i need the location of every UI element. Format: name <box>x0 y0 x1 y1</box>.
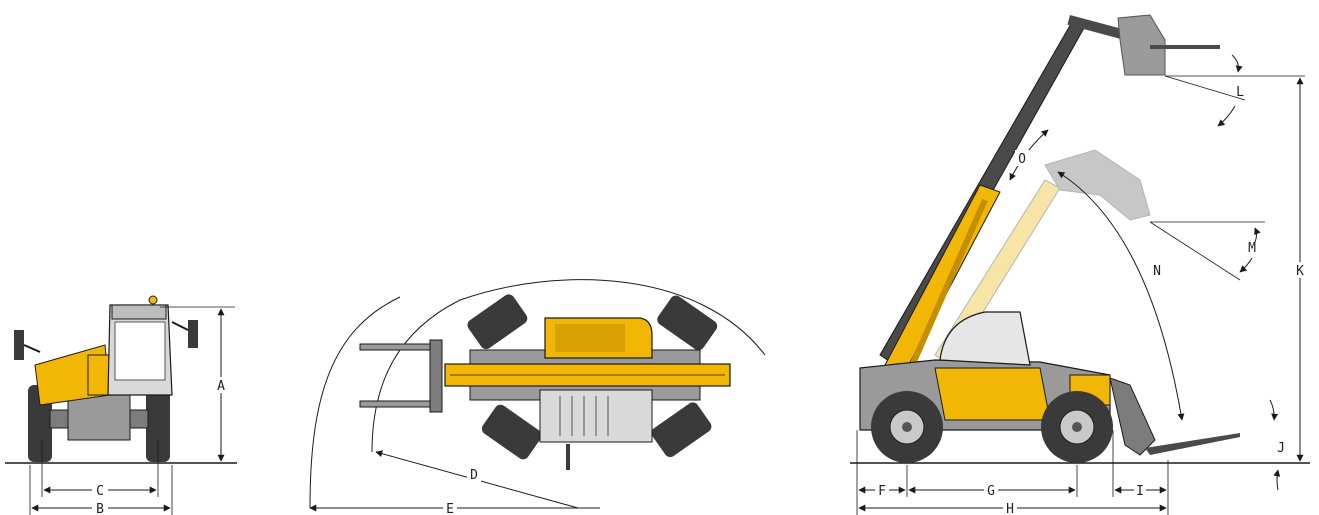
top-tyre-rear-right <box>651 402 712 458</box>
lowered-fork <box>1145 433 1240 455</box>
side-view: K L M N O J F <box>850 14 1310 515</box>
top-fork-lower <box>359 400 439 408</box>
side-cab <box>939 311 1031 366</box>
dim-j-arc-top <box>1269 399 1279 421</box>
lowered-boom-head <box>1109 377 1156 456</box>
dim-l-ref <box>1164 75 1246 101</box>
top-engine-grille <box>559 396 609 436</box>
dim-j-label: J <box>1277 441 1285 456</box>
front-cab-window <box>114 321 166 381</box>
side-yellow-panel <box>934 367 1051 421</box>
dim-l-arc-bottom <box>1217 105 1236 127</box>
left-mirror <box>14 330 24 360</box>
raised-attachment <box>1117 14 1166 76</box>
front-wheel <box>1041 391 1113 463</box>
dim-n-arc <box>1057 171 1185 421</box>
front-right-tyre <box>146 385 170 462</box>
right-mirror-arm <box>171 321 189 331</box>
raised-fork <box>1150 45 1220 49</box>
front-view: A C B <box>5 295 237 515</box>
dim-m-arc-top <box>1254 227 1261 243</box>
dim-m-label: M <box>1248 241 1256 256</box>
dim-l-label: L <box>1236 85 1244 100</box>
dim-m-arc-bottom <box>1239 257 1253 273</box>
dim-d-label: D <box>470 468 478 483</box>
lift-ram <box>905 198 988 377</box>
left-mirror-arm <box>23 344 41 353</box>
dim-e-label: E <box>446 502 454 515</box>
boom-head-link <box>1067 15 1128 41</box>
rear-wheel <box>871 391 943 463</box>
top-tyre-front-right <box>481 404 542 460</box>
front-cab-roof <box>111 304 167 320</box>
dim-h-label: H <box>1006 502 1014 515</box>
dim-g-label: G <box>987 484 995 499</box>
dim-a-label: A <box>217 379 225 394</box>
inner-turning-arc <box>371 279 766 453</box>
top-tyre-front-left <box>467 294 528 350</box>
dim-b-label: B <box>96 502 104 515</box>
outer-turning-arc <box>309 296 401 509</box>
dim-c-label: C <box>96 484 104 499</box>
beacon <box>148 295 158 305</box>
dim-o-label: O <box>1018 152 1026 167</box>
top-fork-upper <box>359 343 439 351</box>
dim-i-label: I <box>1136 484 1144 499</box>
top-tyre-rear-left <box>657 295 718 351</box>
top-cab-glass <box>555 324 625 352</box>
dim-j-arc-bottom <box>1273 469 1281 491</box>
dim-k-label: K <box>1296 264 1304 279</box>
right-mirror <box>188 320 198 348</box>
dim-l-arc-top <box>1231 54 1243 73</box>
dim-f-label: F <box>878 484 886 499</box>
top-carriage <box>429 339 443 413</box>
dim-n-label: N <box>1153 264 1161 279</box>
top-view: D E <box>309 279 766 515</box>
top-exhaust <box>566 444 570 470</box>
